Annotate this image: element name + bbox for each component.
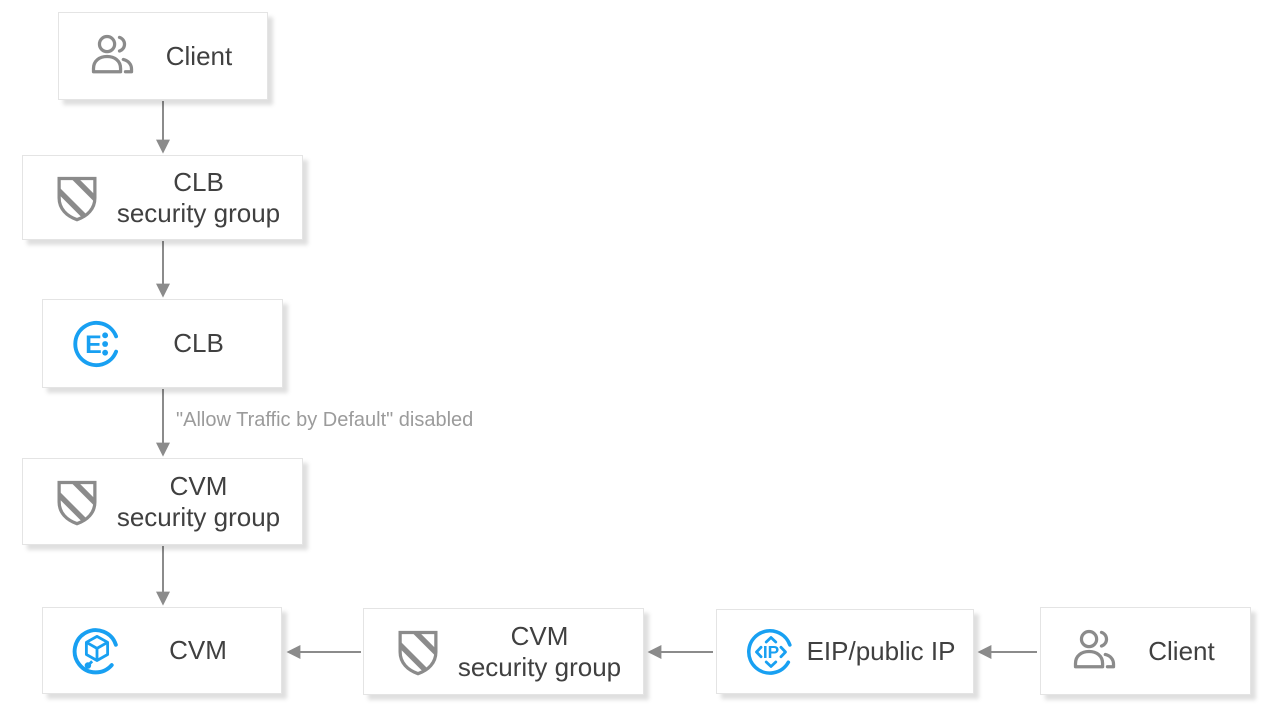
node-label: CLB	[173, 328, 224, 358]
users-icon	[1069, 625, 1121, 677]
allow-traffic-annotation: "Allow Traffic by Default" disabled	[176, 409, 474, 431]
node-cvm-security-group-bottom: CVM security group	[363, 608, 644, 695]
node-cvm-security-group-left: CVM security group	[22, 458, 303, 545]
node-client-top: Client	[58, 12, 268, 100]
shield-icon	[51, 476, 103, 528]
node-label: CLB security group	[116, 166, 281, 228]
node-label: Client	[1148, 635, 1215, 666]
shield-icon	[51, 172, 103, 224]
shield-icon	[392, 626, 444, 678]
node-label: CVM	[169, 635, 227, 665]
node-label: CVM security group	[457, 620, 622, 682]
clb-icon	[71, 318, 123, 370]
node-label: EIP/public IP	[806, 636, 956, 666]
cvm-icon	[71, 625, 123, 677]
node-clb: CLB	[42, 299, 283, 388]
node-clb-security-group: CLB security group	[22, 155, 303, 240]
node-label: CVM security group	[116, 470, 281, 532]
node-cvm: CVM	[42, 607, 282, 694]
node-eip-public-ip: EIP/public IP	[716, 609, 974, 694]
node-client-bottom: Client	[1040, 607, 1251, 695]
users-icon	[87, 30, 139, 82]
node-label: Client	[165, 40, 233, 71]
eip-icon	[745, 626, 797, 678]
